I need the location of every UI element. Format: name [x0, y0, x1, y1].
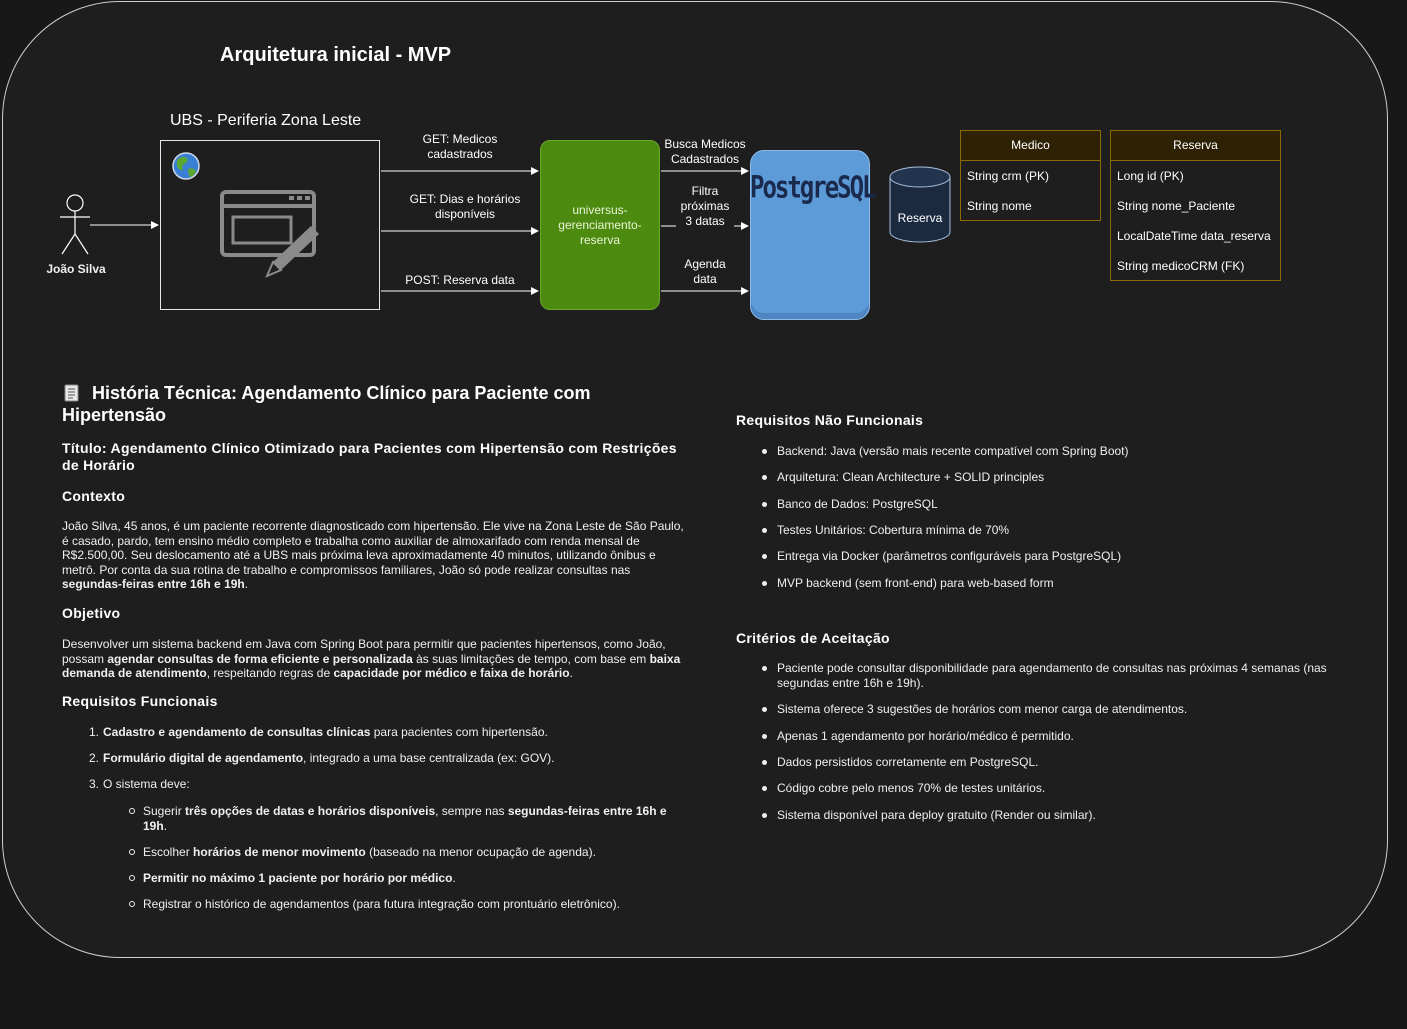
ca-item: Paciente pode consultar disponibilidade … [762, 661, 1337, 690]
service-label: universus-gerenciamento-reserva [558, 202, 642, 247]
rf-item: 2.Formulário digital de agendamento, int… [89, 751, 555, 765]
database-cylinder-icon [889, 166, 951, 243]
contexto-heading: Contexto [62, 488, 126, 504]
web-form-edit-icon [220, 190, 319, 278]
rnf-item: Backend: Java (versão mais recente compa… [762, 444, 1337, 459]
postgresql-label: PostgreSQL [750, 170, 877, 205]
diagram-connectors [60, 166, 951, 295]
ubs-label: UBS - Periferia Zona Leste [170, 112, 362, 129]
postgresql-box [750, 150, 870, 320]
actor-name: João Silva [46, 262, 106, 276]
contexto-text: João Silva, 45 anos, é um paciente recor… [62, 519, 684, 591]
ca-item: Sistema oferece 3 sugestões de horários … [762, 702, 1337, 717]
ca-item: Apenas 1 agendamento por horário/médico … [762, 729, 1337, 744]
actor-icon [60, 194, 90, 255]
edge-label-busca-medicos: Busca Medicos Cadastrados [660, 137, 750, 167]
edge-label-agenda-data: Agenda data [676, 257, 734, 287]
ca-item: Código cobre pelo menos 70% de testes un… [762, 781, 1337, 796]
ca-heading: Critérios de Aceitação [736, 630, 890, 646]
table-reserva-field: Long id (PK) [1117, 169, 1184, 183]
edge-label-get-medicos: GET: Medicos cadastrados [405, 132, 515, 162]
rnf-heading: Requisitos Não Funcionais [736, 412, 924, 428]
objetivo-text: Desenvolver um sistema backend em Java c… [62, 637, 681, 680]
rf-heading: Requisitos Funcionais [62, 693, 218, 709]
story-heading: História Técnica: Agendamento Clínico pa… [62, 383, 591, 425]
table-reserva-header: Reserva [1111, 131, 1280, 161]
diagram-title: Arquitetura inicial - MVP [220, 44, 452, 66]
rf-subitem: Escolher horários de menor movimento (ba… [129, 845, 683, 860]
table-reserva-field: String nome_Paciente [1117, 199, 1236, 213]
rf-subitem: Sugerir três opções de datas e horários … [129, 804, 683, 833]
scroll-icon [64, 384, 79, 402]
table-medico-field: String crm (PK) [967, 169, 1050, 183]
ca-item: Dados persistidos corretamente em Postgr… [762, 755, 1337, 770]
objetivo-heading: Objetivo [62, 605, 121, 621]
edge-label-post-reserva: POST: Reserva data [400, 273, 520, 288]
table-reserva-field: LocalDateTime data_reserva [1117, 229, 1271, 243]
ubs-browser-box [160, 140, 380, 310]
database-label: Reserva [897, 211, 943, 225]
rf-subitem: Permitir no máximo 1 paciente por horári… [129, 871, 683, 886]
ca-item: Sistema disponível para deploy gratuito … [762, 808, 1337, 823]
rnf-item: Arquitetura: Clean Architecture + SOLID … [762, 470, 1337, 485]
edge-label-get-dias: GET: Dias e horários disponíveis [400, 192, 530, 222]
service-box: universus-gerenciamento-reserva [540, 140, 660, 310]
table-reserva-field: String medicoCRM (FK) [1117, 259, 1245, 273]
globe-icon [172, 152, 200, 180]
table-medico-header: Medico [961, 131, 1100, 161]
rnf-item: Testes Unitários: Cobertura mínima de 70… [762, 523, 1337, 538]
rf-item: 3.O sistema deve: [89, 777, 190, 791]
edge-label-filtra-datas: Filtra próximas 3 datas [676, 184, 734, 229]
rnf-item: Entrega via Docker (parâmetros configurá… [762, 549, 1337, 564]
rnf-item: MVP backend (sem front-end) para web-bas… [762, 576, 1337, 591]
table-medico-field: String nome [967, 199, 1032, 213]
rnf-item: Banco de Dados: PostgreSQL [762, 497, 1337, 512]
table-reserva: Reserva Long id (PK) String nome_Pacient… [1110, 130, 1281, 281]
story-title: Título: Agendamento Clínico Otimizado pa… [62, 440, 677, 473]
rf-item: 1.Cadastro e agendamento de consultas cl… [89, 725, 548, 739]
rf-subitem: Registrar o histórico de agendamentos (p… [129, 897, 683, 912]
table-medico: Medico String crm (PK) String nome [960, 130, 1101, 221]
